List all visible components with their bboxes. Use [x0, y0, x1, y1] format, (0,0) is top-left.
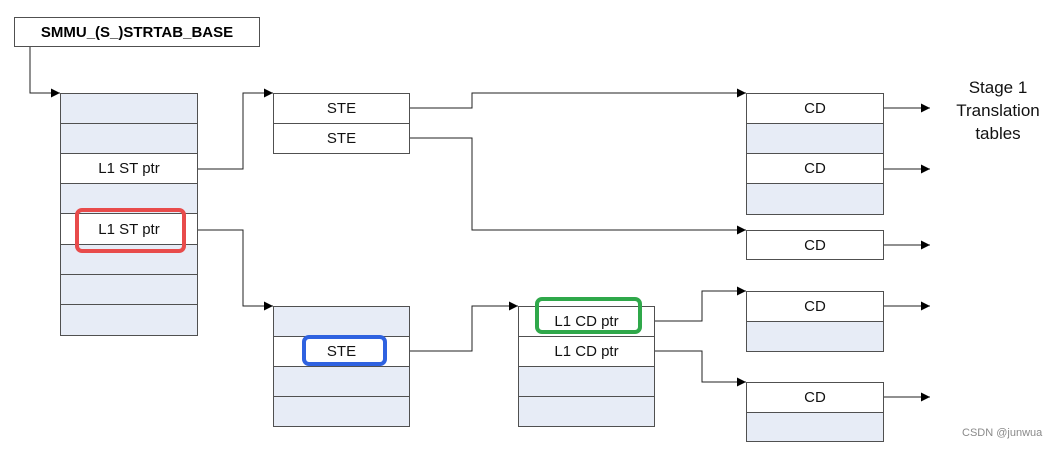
cd-table-entry — [746, 321, 884, 352]
arrow-l1-cd-ptr-1-to-cd — [655, 286, 746, 322]
l1-st-entry — [60, 304, 198, 336]
highlight-green — [535, 297, 642, 334]
ste-entry: STE — [273, 123, 410, 154]
highlight-red — [75, 208, 186, 253]
arrow-ste-2-to-cd — [410, 137, 746, 235]
stage-label-line-3: tables — [975, 124, 1021, 143]
watermark: CSDN @junwua — [962, 427, 1043, 439]
stage-label-line-2: Translation — [956, 101, 1040, 120]
stage1-translation-label: Stage 1 Translation tables — [938, 76, 1055, 145]
ste-entry-highlighted: STE — [273, 336, 410, 367]
l1-cd-ptr-entry: L1 CD ptr — [518, 336, 655, 367]
cd-table-entry — [746, 123, 884, 154]
cd-table-entry — [746, 183, 884, 215]
cd-entry: CD — [746, 153, 884, 184]
arrow-l1-st-ptr-2-to-ste-table — [198, 229, 273, 311]
l1-cd-table-entry — [518, 366, 655, 397]
l1-st-ptr-entry: L1 ST ptr — [60, 153, 198, 184]
cd-entry: CD — [746, 291, 884, 322]
cd-entry: CD — [746, 93, 884, 124]
cd-entry: CD — [746, 230, 884, 260]
strtab-base-register: SMMU_(S_)STRTAB_BASE — [14, 17, 260, 47]
arrow-base-to-l1-table — [29, 47, 60, 98]
cd-entry: CD — [746, 382, 884, 413]
arrow-l1-st-ptr-1-to-ste-table — [198, 88, 273, 170]
highlight-blue — [302, 335, 387, 366]
cd-table-entry — [746, 412, 884, 442]
ste-entry: STE — [273, 93, 410, 124]
ste-table-entry — [273, 396, 410, 427]
arrow-ste-1-to-cd-table — [410, 88, 746, 109]
stage-label-line-1: Stage 1 — [968, 78, 1028, 97]
l1-st-ptr-entry-highlighted: L1 ST ptr — [60, 213, 198, 245]
l1-st-entry — [60, 274, 198, 305]
l1-st-entry — [60, 123, 198, 154]
l1-st-entry — [60, 93, 198, 124]
ste-table-entry — [273, 306, 410, 337]
ste-table-entry — [273, 366, 410, 397]
arrow-ste-to-l1-cd-table — [410, 301, 518, 352]
arrow-l1-cd-ptr-2-to-cd — [655, 350, 746, 387]
l1-cd-table-entry — [518, 396, 655, 427]
